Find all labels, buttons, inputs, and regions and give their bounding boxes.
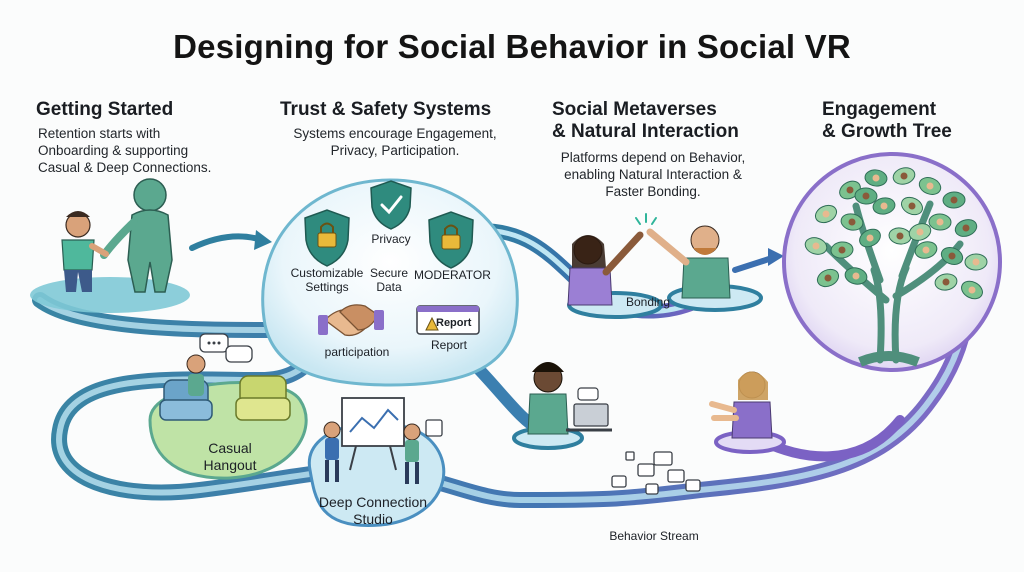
privacy-label: Privacy — [371, 232, 411, 246]
sparkle-icon — [635, 213, 657, 225]
getting-started-heading: Getting Started — [36, 99, 174, 120]
leaf-avatar-face — [972, 258, 980, 266]
lock-shield-icon — [304, 209, 350, 267]
check-shield-icon — [370, 180, 412, 230]
page-title: Designing for Social Behavior in Social … — [173, 28, 851, 65]
trust-safety-bubble — [261, 178, 519, 387]
leaf-avatar-face — [846, 186, 854, 194]
leaf-avatar-face — [822, 210, 830, 218]
floating-messages — [611, 451, 701, 495]
leaf-avatar-face — [848, 218, 856, 226]
leaf-avatar-face — [824, 274, 832, 282]
leaf-avatar-face — [872, 174, 880, 182]
leaf-avatar-face — [812, 242, 820, 250]
leaf-avatar-face — [948, 252, 956, 260]
armchair-right — [235, 375, 291, 421]
behavior-stream-label: Behavior Stream — [609, 529, 699, 543]
casual-hangout-scene — [148, 333, 308, 480]
leaf-avatar-face — [896, 232, 904, 240]
secure-data-label: Secure Data — [369, 266, 409, 294]
leaf-avatar-face — [862, 192, 870, 200]
trust-safety-description: Systems encourage Engagement, Privacy, P… — [293, 126, 497, 158]
guide-figure — [100, 178, 173, 293]
moderator-shield-icon — [428, 211, 474, 269]
growth-tree — [782, 152, 1002, 372]
leaf-avatar-face — [852, 272, 860, 280]
studio-person-right — [403, 423, 421, 484]
customizable-settings-label: Customizable Settings — [290, 266, 364, 294]
flow-arrow-2 — [732, 248, 784, 273]
leaf-avatar-face — [968, 286, 976, 294]
report-window-icon — [416, 305, 480, 335]
deep-connection-studio-label: Deep Connection Studio — [318, 494, 428, 527]
getting-started-description: Retention starts with Onboarding & suppo… — [38, 126, 212, 175]
report-label: Report — [430, 338, 468, 352]
leaf-avatar-face — [916, 228, 924, 236]
bonding-scene — [567, 213, 763, 319]
flow-arrow-1 — [189, 230, 272, 251]
laptop-icon — [566, 403, 612, 432]
leaf-avatar-face — [838, 246, 846, 254]
onboarding-scene — [30, 178, 190, 313]
engagement-heading: Engagement & Growth Tree — [822, 99, 952, 142]
leaf-avatar-face — [866, 234, 874, 242]
leaf-avatar-face — [942, 278, 950, 286]
message-icon — [577, 387, 599, 401]
social-metaverses-description: Platforms depend on Behavior, enabling N… — [560, 150, 746, 199]
chat-bubble-icon — [199, 333, 253, 363]
new-user-figure — [61, 211, 109, 292]
leaf-avatar-face — [900, 172, 908, 180]
laptop-user-scene — [512, 362, 612, 450]
leaf-avatar-face — [950, 196, 958, 204]
sticky-note-icon — [425, 419, 443, 437]
leaf-avatar-face — [936, 218, 944, 226]
deep-connection-studio-scene — [307, 397, 446, 528]
armchair-left — [159, 379, 213, 421]
casual-hangout-label: Casual Hangout — [203, 440, 257, 473]
bonding-person-left — [567, 231, 644, 306]
whiteboard-icon — [341, 397, 405, 471]
trust-safety-heading: Trust & Safety Systems — [280, 99, 492, 120]
leaf-avatar-face — [926, 182, 934, 190]
leaf-avatar-face — [922, 246, 930, 254]
seated-person — [186, 354, 206, 396]
bonding-label: Bonding — [625, 295, 671, 309]
tree-leaves — [804, 167, 988, 300]
studio-person-left — [323, 421, 341, 482]
social-metaverses-heading: Social Metaverses & Natural Interaction — [552, 99, 739, 142]
handshake-icon — [318, 304, 384, 337]
clapping-user-scene — [709, 371, 786, 454]
moderator-label: MODERATOR — [414, 268, 491, 282]
report-window-text: Report — [436, 317, 472, 329]
leaf-avatar-face — [880, 202, 888, 210]
leaf-avatar-face — [962, 224, 970, 232]
leaf-avatar-face — [908, 202, 916, 210]
bonding-person-right — [646, 225, 731, 299]
participation-label: participation — [324, 345, 390, 359]
